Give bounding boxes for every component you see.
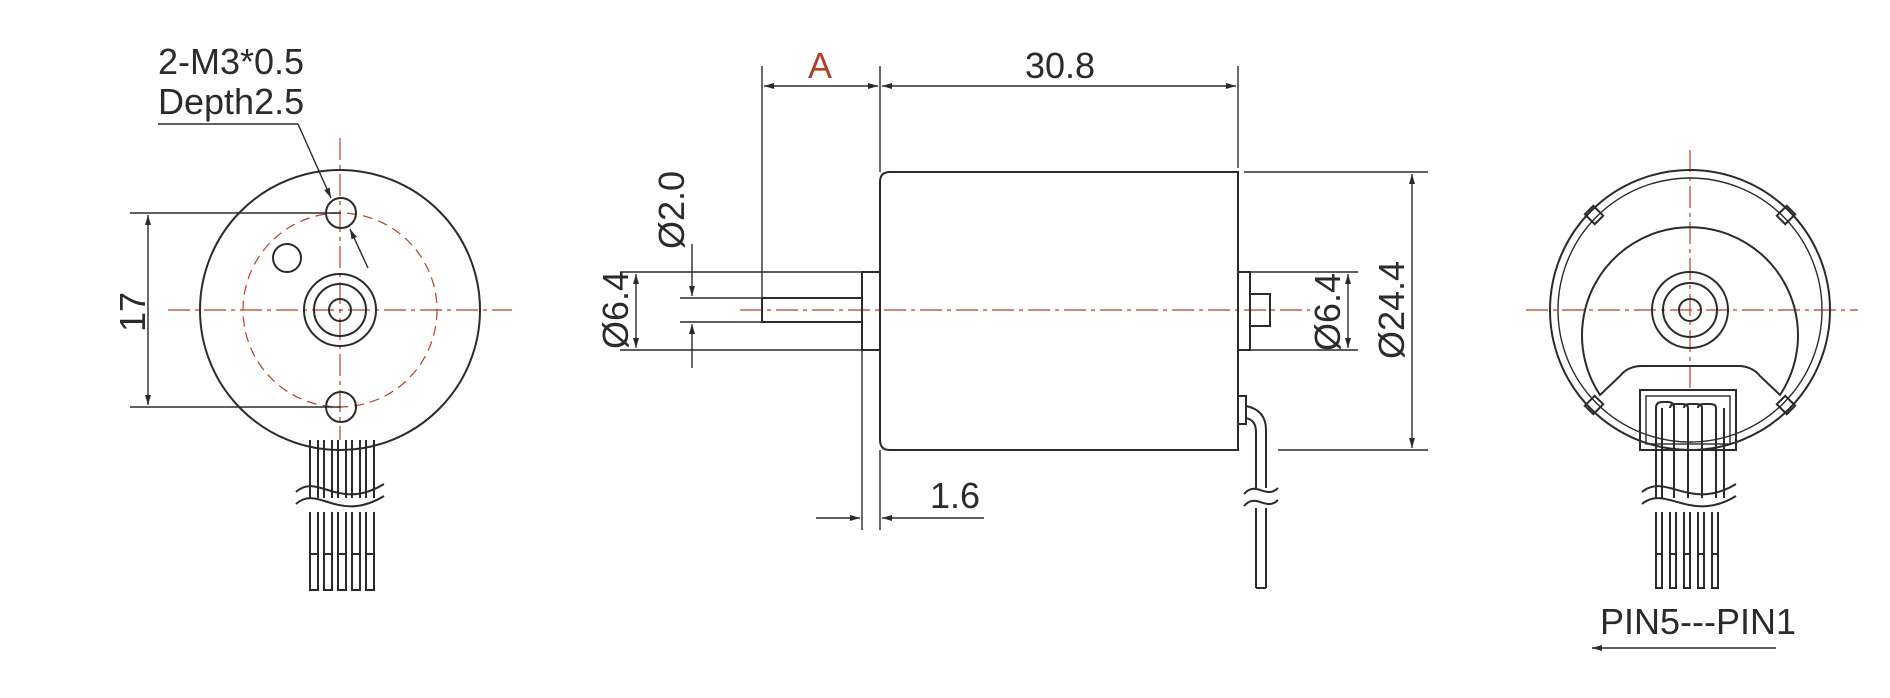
thread-note-leader-2 bbox=[349, 228, 369, 269]
rear-notch-tl bbox=[1583, 204, 1605, 226]
body-diameter-label: Ø24.4 bbox=[1371, 261, 1412, 359]
shaft-diameter-label: Ø2.0 bbox=[651, 171, 692, 249]
rear-notch-br bbox=[1775, 394, 1797, 416]
front-boss-inner bbox=[313, 283, 367, 337]
rear-view: PIN5---PIN1 bbox=[1526, 150, 1858, 651]
rear-boss bbox=[1237, 271, 1251, 351]
motor-body bbox=[879, 171, 1239, 451]
rear-boss-outer bbox=[1651, 271, 1729, 349]
rear-cover-recess bbox=[1581, 226, 1799, 397]
thread-note-leader bbox=[297, 123, 332, 199]
side-view: A 30.8 Ø6.4 Ø2.0 Ø6.4 Ø24.4 1.6 bbox=[595, 45, 1428, 589]
front-wire-bundle bbox=[295, 440, 385, 591]
vent-hole bbox=[272, 243, 302, 273]
front-boss-outer bbox=[303, 273, 377, 347]
thread-note-line1: 2-M3*0.5 bbox=[158, 41, 304, 82]
boss-diameter-rear-label: Ø6.4 bbox=[1307, 273, 1348, 351]
boss-diameter-front-label: Ø6.4 bbox=[595, 271, 636, 349]
thread-note-line2: Depth2.5 bbox=[158, 81, 304, 122]
front-shaft bbox=[328, 298, 352, 322]
rear-boss-inner bbox=[1662, 282, 1718, 338]
rear-housing-inner bbox=[1557, 177, 1823, 443]
shaft bbox=[761, 297, 863, 323]
hole-spacing-label: 17 bbox=[112, 292, 153, 332]
rear-notch-tr bbox=[1775, 204, 1797, 226]
rear-cap bbox=[1678, 298, 1702, 322]
rear-cap bbox=[1249, 293, 1271, 327]
front-housing-circle bbox=[199, 169, 481, 451]
front-view: 17 2-M3*0.5 Depth2.5 bbox=[112, 41, 512, 591]
shaft-length-label: A bbox=[808, 45, 832, 86]
rear-notch-bl bbox=[1583, 394, 1605, 416]
pin-order-label: PIN5---PIN1 bbox=[1600, 601, 1796, 642]
rear-connector bbox=[1639, 389, 1737, 589]
body-length-label: 30.8 bbox=[1025, 45, 1095, 86]
boss-thickness-label: 1.6 bbox=[930, 475, 980, 516]
front-boss bbox=[861, 271, 881, 351]
side-wire bbox=[1237, 395, 1279, 589]
